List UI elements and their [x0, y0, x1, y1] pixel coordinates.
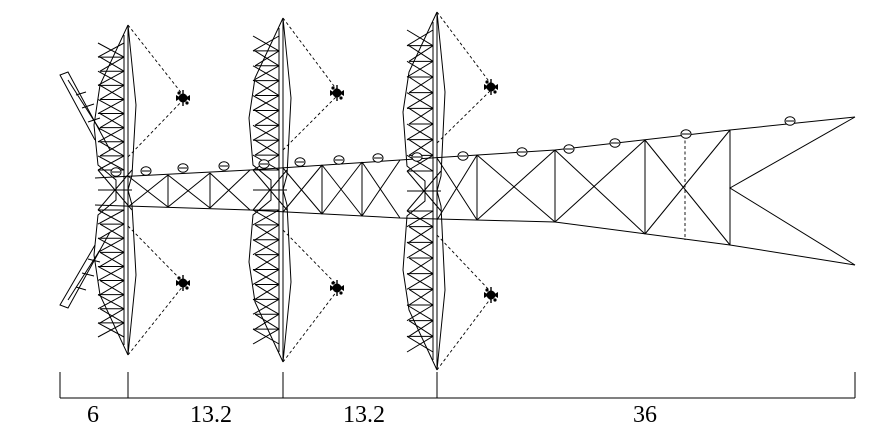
spacer-fitting-icon — [333, 155, 345, 165]
truss-verticals — [167, 130, 731, 245]
dimension-label-1: 6 — [87, 402, 99, 428]
truss-top-chord — [94, 116, 856, 179]
spacer-fitting-icon — [457, 151, 469, 161]
spacer-fitting-icon — [372, 153, 384, 163]
suspension-lines — [127, 11, 492, 371]
main-truss — [94, 116, 856, 266]
spacer-fitting-icon — [563, 144, 575, 154]
spacer-fitting-icon — [258, 159, 270, 169]
spacer-fitting-icon — [680, 129, 692, 139]
suspension-insulator-icon — [176, 90, 190, 106]
suspension-insulator-icon — [484, 287, 498, 303]
lattice-tower-1 — [93, 24, 137, 356]
dimension-line — [59, 372, 856, 399]
suspension-insulator-icon — [176, 275, 190, 291]
truss-tail-v — [729, 116, 856, 266]
truss-bottom-chord — [94, 204, 856, 266]
spacer-fitting-icon — [218, 161, 230, 171]
dimension-label-3: 13.2 — [343, 402, 385, 428]
lattice-tower-2 — [248, 17, 292, 363]
suspension-insulator-icon — [330, 280, 344, 296]
dimension-label-4: 36 — [633, 402, 657, 428]
lattice-tower-3 — [402, 11, 446, 371]
truss-x-bracing — [127, 129, 731, 246]
spacer-fitting-icon — [177, 163, 189, 173]
spacer-fitting-icon — [411, 152, 423, 162]
spacer-fitting-icon — [609, 138, 621, 148]
spacer-fitting-icon — [516, 147, 528, 157]
spacer-fitting-icon — [294, 157, 306, 167]
spacer-fitting-icon — [784, 116, 796, 126]
tower-1-side-arms — [59, 71, 111, 309]
dimension-label-2: 13.2 — [190, 402, 232, 428]
suspension-insulator-icon — [330, 85, 344, 101]
spacer-fitting-icon — [140, 166, 152, 176]
spacer-fitting-icon — [110, 167, 122, 177]
suspension-insulator-icon — [484, 79, 498, 95]
